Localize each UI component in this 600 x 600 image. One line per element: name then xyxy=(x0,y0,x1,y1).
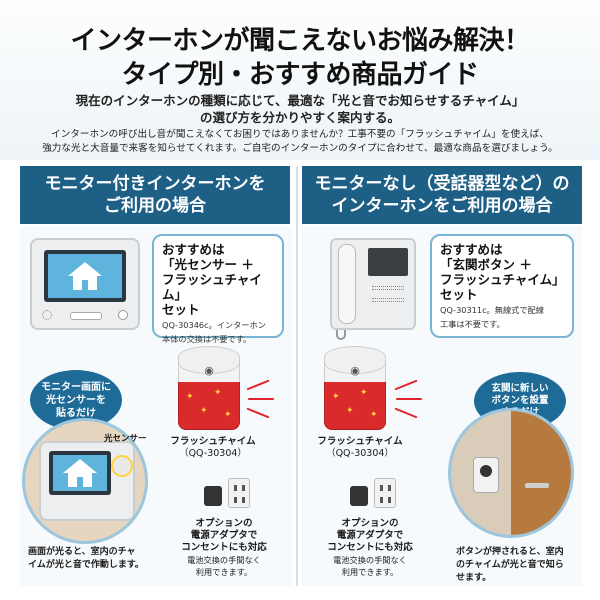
right-rec-line2: 「玄関ボタン ＋ xyxy=(440,257,532,272)
monitor-intercom-image xyxy=(30,238,140,330)
right-caption-line2: のチャイムが光と音で知ら xyxy=(456,560,564,570)
left-rec-line1: おすすめは xyxy=(162,242,225,257)
door-image xyxy=(511,411,571,535)
flash-chime-image-left: ◉ ✦ ✦ ✦ ✦ xyxy=(178,346,240,434)
outlet-icon xyxy=(374,478,396,508)
monitor-power-button xyxy=(118,310,128,320)
left-caption-line1: 画面が光ると、室内のチャ xyxy=(28,547,136,557)
page-title-line2: タイプ別・おすすめ商品ガイド xyxy=(121,60,479,90)
house-icon xyxy=(68,262,102,290)
right-rec-note-line2: 工事は不要です。 xyxy=(440,319,505,329)
flash-rays-right xyxy=(392,379,426,420)
right-caption-line3: せます。 xyxy=(456,573,492,583)
left-circle-line3: 貼るだけ xyxy=(56,407,96,419)
light-sensor xyxy=(111,455,133,477)
right-chime-name: フラッシュチャイム xyxy=(317,436,403,447)
right-heading-line1: モニターなし（受話器型など）の xyxy=(314,174,570,194)
right-option-line2: 電源アダプタで xyxy=(336,530,404,541)
left-recommendation-bubble: おすすめは 「光センサー ＋ フラッシュチャイム」 セット QQ-30346c。… xyxy=(152,234,284,344)
right-caption-line1: ボタンが押されると、室内 xyxy=(456,547,564,557)
left-caption: 画面が光ると、室内のチャ イムが光と音で作動します。 xyxy=(28,546,168,572)
speaker-icon: ◉ xyxy=(204,364,214,377)
handset-cord xyxy=(336,330,346,340)
flash-rays-left xyxy=(244,379,278,420)
right-rec-line1: おすすめは xyxy=(440,242,503,257)
page-title-line1: インターホンが聞こえないお悩み解決！ xyxy=(70,26,530,56)
monitor-screen xyxy=(44,250,126,302)
handset-icon xyxy=(338,244,356,324)
left-heading-line2: ご利用の場合 xyxy=(104,196,206,216)
right-caption: ボタンが押されると、室内 のチャイムが光と音で知ら せます。 xyxy=(456,546,586,585)
left-circle-callout: モニター画面に 光センサーを 貼るだけ xyxy=(30,370,122,430)
left-chime-label: フラッシュチャイム （QQ-30304） xyxy=(170,436,256,460)
left-rec-line4: セット xyxy=(162,302,200,317)
left-option-text: オプションの 電源アダプタで コンセントにも対応 電池交換の手間なく 利用できま… xyxy=(168,518,280,578)
right-column-heading: モニターなし（受話器型など）の インターホンをご利用の場合 xyxy=(302,166,582,224)
sensor-label: 光センサー xyxy=(104,434,147,444)
right-option-line1: オプションの xyxy=(341,518,399,529)
right-rec-line3: フラッシュチャイム」 xyxy=(440,272,565,287)
left-chime-name: フラッシュチャイム xyxy=(170,436,256,447)
header xyxy=(0,0,600,160)
intercom-display xyxy=(368,248,408,276)
outlet-icon xyxy=(228,478,250,508)
handset-intercom-image xyxy=(330,238,416,330)
doorbell-button-icon xyxy=(473,457,499,493)
right-option-text: オプションの 電源アダプタで コンセントにも対応 電池交換の手間なく 利用できま… xyxy=(312,518,428,578)
right-rec-note-line1: QQ-30311c。無線式で配線 xyxy=(440,305,544,315)
monitor-speaker-grille xyxy=(42,310,52,320)
left-option-note-line2: 利用できます。 xyxy=(195,567,253,577)
right-chime-label: フラッシュチャイム （QQ-30304） xyxy=(312,436,408,460)
left-option-line3: コンセントにも対応 xyxy=(181,542,267,553)
right-door-photo xyxy=(448,408,574,538)
house-icon xyxy=(63,459,97,487)
left-heading-line1: モニター付きインターホンを xyxy=(44,174,266,194)
power-adapter-icon xyxy=(204,486,222,506)
left-option-line2: 電源アダプタで xyxy=(190,530,258,541)
description: インターホンの呼び出し音が聞こえなくてお困りではありませんか？工事不要の「フラッ… xyxy=(20,128,580,156)
right-recommendation-bubble: おすすめは 「玄関ボタン ＋ フラッシュチャイム」 セット QQ-30311c。… xyxy=(430,234,574,338)
description-line2: 強力な光と大音量で来客を知らせてくれます。ご自宅のインターホンのタイプに合わせて… xyxy=(42,143,558,154)
right-option-note-line2: 利用できます。 xyxy=(341,567,399,577)
right-option-line3: コンセントにも対応 xyxy=(327,542,413,553)
left-rec-note-line1: QQ-30346c。インターホン xyxy=(162,320,266,330)
left-rec-line3: フラッシュチャイム」 xyxy=(162,272,262,302)
left-circle-line2: 光センサーを xyxy=(46,394,106,406)
subtitle-line1: 現在のインターホンの種類に応じて、最適な「光と音でお知らせするチャイム」 xyxy=(75,93,525,108)
left-circle-line1: モニター画面に xyxy=(41,381,111,393)
left-chime-model: （QQ-30304） xyxy=(179,448,247,459)
door-handle xyxy=(525,483,549,488)
right-circle-line2: ボタンを設置 xyxy=(491,395,549,406)
subtitle: 現在のインターホンの種類に応じて、最適な「光と音でお知らせするチャイム」 の選び… xyxy=(40,92,560,126)
subtitle-line2: の選び方を分かりやすく案内する。 xyxy=(199,110,400,125)
left-rec-note-line2: 本体の交換は不要です。 xyxy=(162,334,252,344)
flash-chime-image-right: ◉ ✦ ✦ ✦ ✦ xyxy=(324,346,386,434)
left-sensor-photo xyxy=(22,418,148,544)
monitor-button-bar xyxy=(70,312,102,320)
right-circle-line1: 玄関に新しい xyxy=(491,383,549,394)
left-option-line1: オプションの xyxy=(195,518,253,529)
right-option-note-line1: 電池交換の手間なく xyxy=(333,555,407,565)
left-rec-line2: 「光センサー ＋ xyxy=(162,257,254,272)
right-heading-line2: インターホンをご利用の場合 xyxy=(331,196,553,216)
right-rec-line4: セット xyxy=(440,287,478,302)
left-column-heading: モニター付きインターホンを ご利用の場合 xyxy=(20,166,290,224)
left-caption-line2: イムが光と音で作動します。 xyxy=(28,560,144,570)
right-chime-model: （QQ-30304） xyxy=(326,448,394,459)
description-line1: インターホンの呼び出し音が聞こえなくてお困りではありませんか？工事不要の「フラッ… xyxy=(51,129,549,140)
column-divider xyxy=(296,166,298,586)
power-adapter-icon xyxy=(350,486,368,506)
speaker-icon: ◉ xyxy=(350,364,360,377)
left-option-note-line1: 電池交換の手間なく xyxy=(187,555,261,565)
monitor-with-sensor-image xyxy=(39,441,135,521)
